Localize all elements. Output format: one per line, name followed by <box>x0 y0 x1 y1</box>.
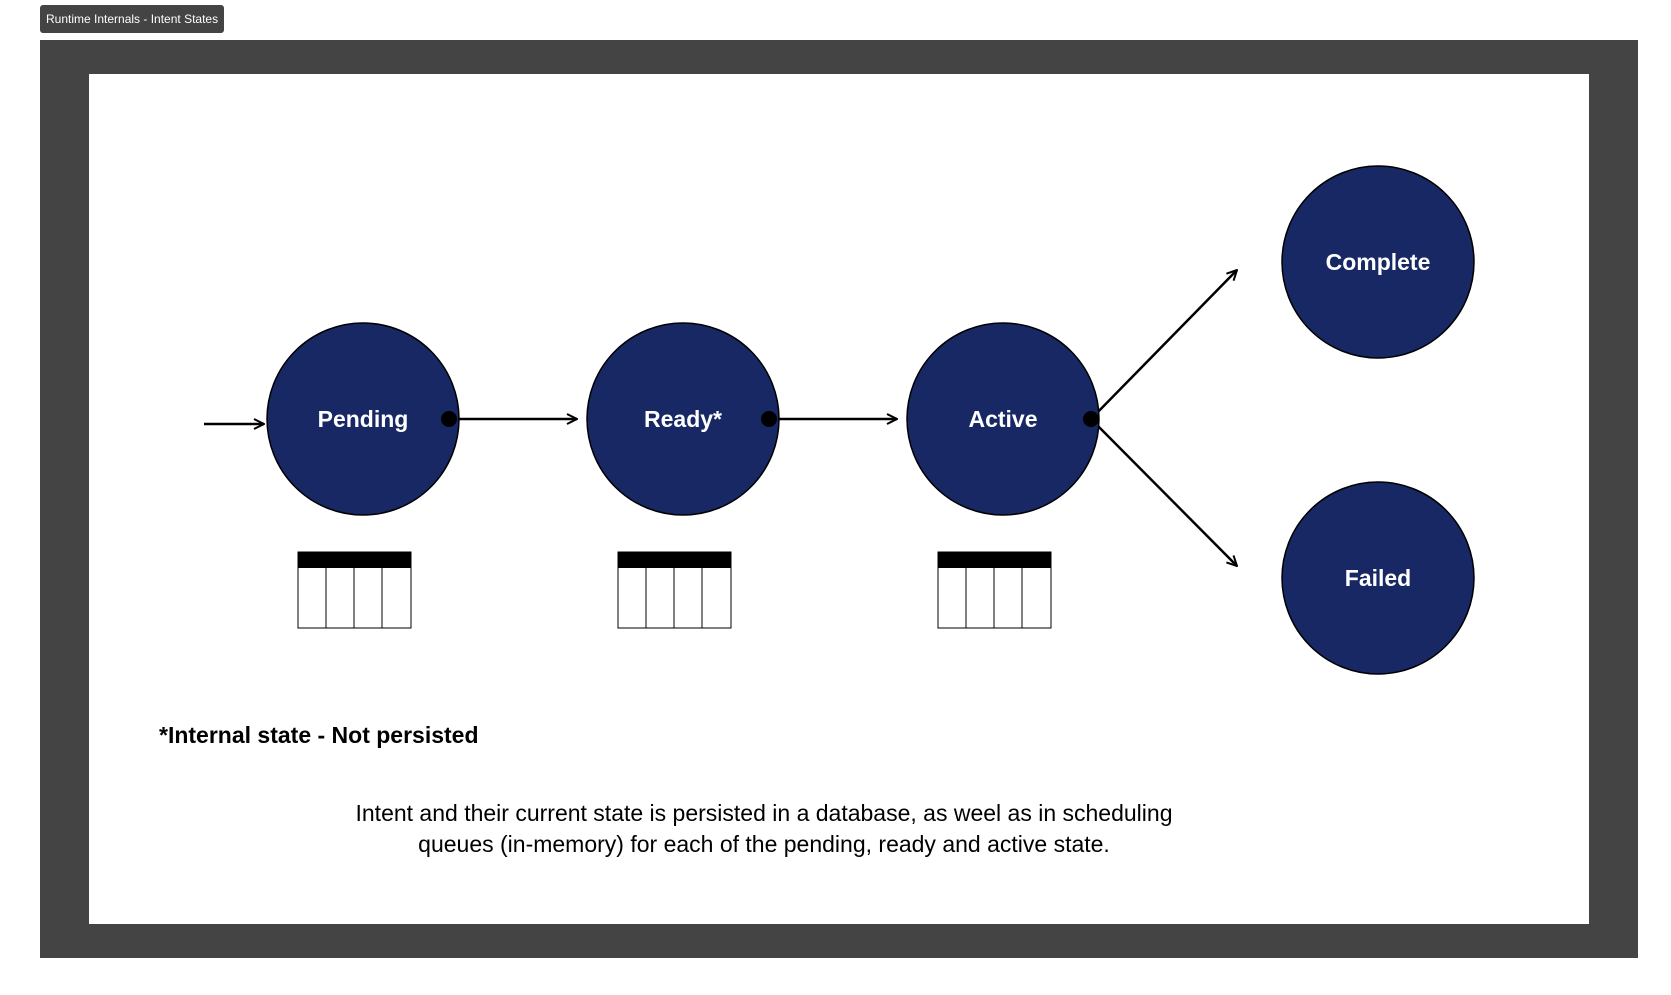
node-failed-label: Failed <box>1345 565 1411 591</box>
queue-table-icon <box>937 551 1052 629</box>
frame-title[interactable]: Runtime Internals - Intent States <box>40 5 225 33</box>
description-line-2: queues (in-memory) for each of the pendi… <box>418 831 1110 857</box>
state-diagram: Pending Ready* Active Complete Failed <box>204 165 1475 675</box>
description-text: Intent and their current state is persis… <box>339 798 1189 860</box>
edge-active-complete <box>1090 270 1237 420</box>
description-line-1: Intent and their current state is persis… <box>355 800 1173 826</box>
port-dot-ready <box>761 411 777 427</box>
port-dot-pending <box>441 411 457 427</box>
edge-active-failed <box>1090 418 1237 566</box>
node-failed[interactable]: Failed <box>1281 481 1475 675</box>
queue-table-icon <box>297 551 412 629</box>
footnote: *Internal state - Not persisted <box>159 722 479 748</box>
node-active-label: Active <box>968 406 1037 432</box>
node-pending-label: Pending <box>318 406 409 432</box>
port-dot-active <box>1083 411 1099 427</box>
diagram-frame: Pending Ready* Active Complete Failed <box>40 40 1638 958</box>
node-ready[interactable]: Ready* <box>586 322 780 516</box>
queue-table-icon <box>617 551 732 629</box>
node-pending[interactable]: Pending <box>266 322 460 516</box>
diagram-canvas: Pending Ready* Active Complete Failed <box>89 74 1589 924</box>
node-ready-label: Ready* <box>644 406 722 432</box>
node-active[interactable]: Active <box>906 322 1100 516</box>
node-complete[interactable]: Complete <box>1281 165 1475 359</box>
node-complete-label: Complete <box>1326 249 1431 275</box>
